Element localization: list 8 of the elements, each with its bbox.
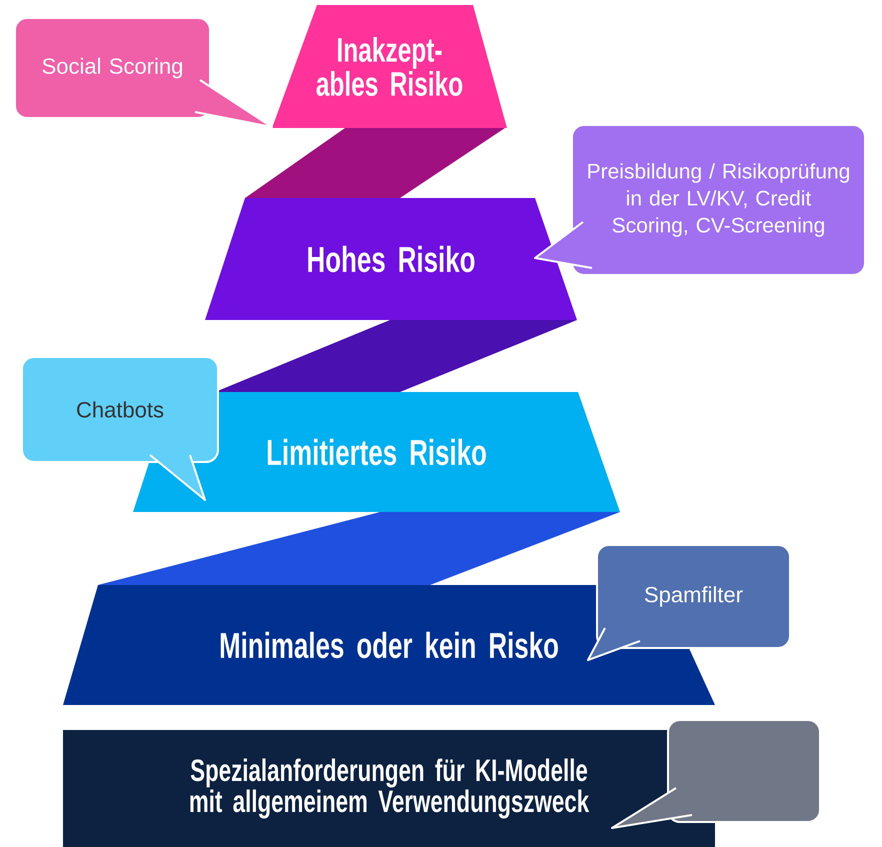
speech-bubble: Chatbots — [21, 356, 219, 501]
pyramid-tier: Spezialanforderungen für KI-Modelle mit allgemeinem Verwendungszweck — [63, 730, 715, 847]
pyramid-tier: Inakzept- ables Risiko — [272, 5, 507, 128]
speech-bubble: Preisbildung / Risikoprüfung in der LV/KV, Credit Scoring, CV-Screening — [534, 124, 866, 276]
speech-bubble: Social Scoring — [14, 17, 273, 128]
speech-bubble — [611, 719, 821, 829]
speech-bubble: Spamfilter — [587, 544, 791, 661]
pyramid-tier: Hohes Risiko — [205, 128, 577, 320]
